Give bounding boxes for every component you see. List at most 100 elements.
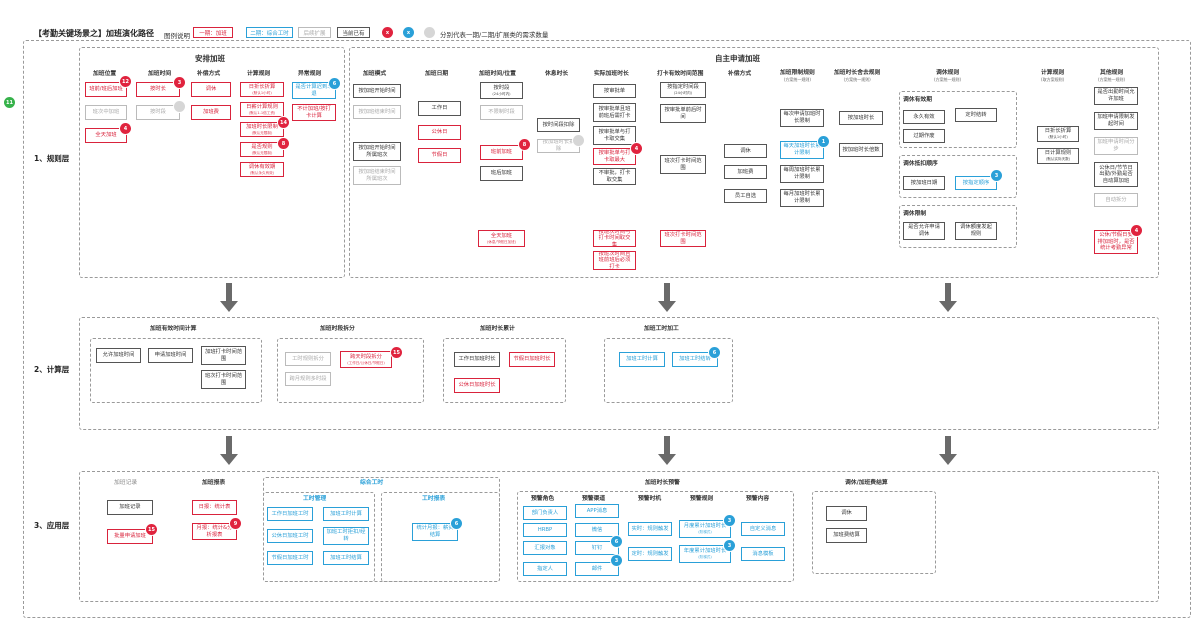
self-h-punch: 打卡有效时间范围 [657, 71, 704, 77]
app-settle-panel [812, 491, 936, 574]
arrange-location-in-shift: 班次中加班 [85, 105, 127, 120]
app-warn-role-4: 指定人 [523, 562, 567, 576]
lieu-valid-expire: 过期作废 [903, 129, 945, 143]
legend-phase2: 二期：综合工时 [246, 27, 293, 38]
calc-panel-valid [90, 338, 262, 403]
badge-warn-chan-1: 6 [611, 536, 622, 547]
self-other-1: 是否出勤时间允许加班 [1094, 87, 1138, 105]
app-report-title: 加班报表 [202, 480, 226, 486]
calc-valid-title: 加班有效时间计算 [150, 326, 197, 332]
self-timepos-period: 按时段(24小时内) [480, 82, 523, 99]
app-worktime-r1: 统计月报：薪资结算 [412, 523, 458, 541]
calc-valid-2: 申请加班时间 [148, 348, 193, 363]
badge-report: 9 [230, 518, 241, 529]
badge-time-gray [174, 101, 185, 112]
legend-future: 后续扩展 [298, 27, 331, 38]
badge-split: 15 [391, 347, 402, 358]
legend-badge-red: x [382, 27, 393, 38]
app-settle-2: 加班费结算 [826, 528, 867, 543]
arrange-calc-3: 加班时长限制(默认无限制) [240, 122, 284, 137]
page-title: 【考勤关键场景之】加班演化路径 [34, 29, 154, 38]
app-settle-1: 调休 [826, 506, 867, 521]
arrange-time-period: 按时段 [136, 105, 180, 120]
self-punch-shift-red: 班次打卡时间范围 [660, 230, 706, 247]
calc-split-2: 跨月规则多时段 [285, 372, 331, 386]
badge-limit: 1 [818, 136, 829, 147]
section-app: 3、应用层 [34, 521, 70, 530]
app-worktime-rep [381, 492, 500, 582]
self-actual-4: 按审批单与打卡取最大 [593, 148, 636, 165]
self-calcrule-2: 日计算规则(默认实际天数) [1037, 148, 1079, 164]
self-comp-lieu: 调休 [724, 144, 767, 158]
app-warn-content-1: 自定义消息 [741, 522, 785, 536]
app-warn-content-2: 消息模板 [741, 547, 785, 561]
self-rest-duration: 按加班时长扣除 [537, 139, 580, 153]
badge-actual: 4 [631, 143, 642, 154]
legend-note: 分别代表一期/二期/扩展类的需求数量 [440, 31, 549, 39]
lieu-valid-carry: 定时结转 [955, 108, 997, 122]
self-date-restday: 公休日 [418, 125, 461, 140]
arrange-abn-punch: 不计加班/按打卡计算 [292, 104, 336, 121]
self-mode-end-shift: 按加班结束时间所属班次 [353, 166, 401, 185]
calc-split-3: 跨天时段拆分(工作日/公休日/节假日) [340, 351, 392, 368]
app-worktime-m4: 加班工时拒扣/经转 [323, 527, 369, 545]
self-timepos-unlimited: 不限制时段 [480, 105, 523, 120]
badge-time: 3 [174, 77, 185, 88]
self-panel [349, 47, 1159, 278]
self-timepos-before: 班前加班 [480, 145, 523, 160]
badge-warn-rule-1: 3 [724, 515, 735, 526]
total-badge: 11 [4, 97, 15, 108]
self-other-6: 公休/节假日安排加班时，是否统计考勤异常 [1094, 230, 1138, 254]
self-h-date: 加班日期 [425, 71, 449, 77]
arrange-comp-pay: 加班费 [191, 105, 231, 120]
self-comp-pay: 加班费 [724, 165, 767, 179]
self-limit-week: 每周加班时长累计限制 [780, 165, 824, 183]
arrange-h-location: 加班位置 [93, 71, 117, 77]
app-warn-title: 加班时长预警 [645, 480, 680, 486]
app-worktime-mgmt-title: 工时管理 [303, 496, 327, 502]
self-h-limit: 加班限制规则(方案统一规则) [780, 70, 815, 83]
app-warn-chan-3: 钉钉 [575, 541, 619, 555]
calc-split-1: 工时规则拆分 [285, 352, 331, 366]
badge-warn-chan-2: 3 [611, 555, 622, 566]
app-warn-content-title: 预警内容 [746, 496, 770, 502]
arrange-h-abn: 异常规则 [298, 71, 322, 77]
lieu-deduct-date: 按加班日期 [903, 176, 945, 190]
badge-location: 12 [120, 76, 131, 87]
arrange-comp-lieu: 调休 [191, 82, 231, 97]
app-warn-role-title: 预警角色 [531, 496, 555, 502]
calc-accum-3: 公休日加班时长 [454, 378, 500, 393]
self-actual-3: 按审批单与打卡取交集 [593, 126, 636, 145]
self-round-multiple: 按加班时长倍数 [839, 143, 883, 157]
app-worktime-m2: 加班工时计算 [323, 507, 369, 521]
calc-accum-1: 工作日加班时长 [454, 352, 500, 367]
self-timepos-after: 班后加班 [480, 166, 523, 181]
lieu-valid-group [899, 91, 1017, 148]
app-record-1: 加班记录 [107, 500, 153, 515]
app-layer [79, 471, 1159, 602]
self-punch-shift: 班次打卡时间范围 [660, 155, 706, 174]
self-limit-month: 每月加班时长累计限制 [780, 189, 824, 207]
arrange-h-time: 加班时间 [148, 71, 172, 77]
self-round-duration: 按加班时长 [839, 111, 883, 125]
app-warn-role-1: 部门负责人 [523, 506, 567, 520]
badge-calc-1: 14 [278, 117, 289, 128]
outer-frame [23, 40, 1191, 618]
calc-split-title: 加班时段拆分 [320, 326, 355, 332]
self-punch-approval: 按审批单前后时间 [660, 104, 706, 123]
self-actual-1: 按审批单 [593, 84, 636, 98]
self-calcrule-1: 日折长折算(默认1小时) [1037, 126, 1079, 142]
app-warn-role-2: HRBP [523, 523, 567, 537]
arrange-calc-4: 是否规则(默认无限制) [240, 142, 284, 157]
self-h-comp: 补偿方式 [728, 71, 752, 77]
lieu-deduct-group [899, 155, 1017, 198]
app-worktime-m3: 公休日加班工时 [267, 529, 313, 543]
legend-existing: 当前已有 [337, 27, 370, 38]
calc-accum-title: 加班时长累计 [480, 326, 515, 332]
badge-timepos: 8 [519, 139, 530, 150]
calc-work-1: 加班工时计算 [619, 352, 665, 367]
section-calc: 2、计算层 [34, 365, 70, 374]
self-actual-7: 按班次时间且班前班后必须打卡 [593, 251, 636, 270]
app-report-1: 日报：统计表 [192, 500, 237, 515]
badge-work: 6 [709, 347, 720, 358]
